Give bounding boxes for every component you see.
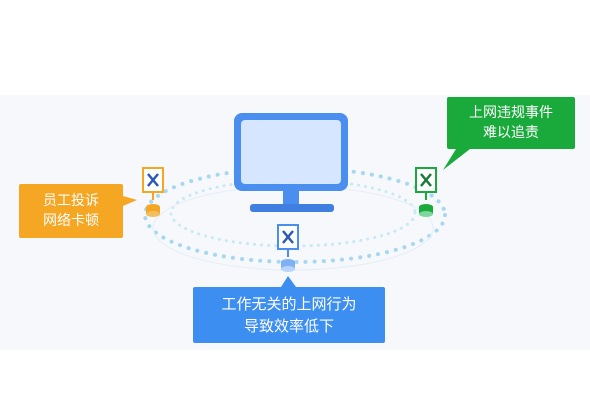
right-callout-pointer (443, 149, 470, 170)
left-callout-pointer (123, 196, 137, 206)
callout-right-line1: 上网违规事件 (469, 105, 553, 121)
callout-bottom-line2: 导致效率低下 (243, 317, 334, 335)
callout-bottom-line1: 工作无关的上网行为 (221, 295, 357, 313)
callout-left-line2: 网络卡顿 (43, 213, 99, 229)
bottom-node (277, 224, 299, 272)
inner-ring (169, 178, 417, 248)
right-node (415, 167, 437, 217)
left-node (142, 167, 164, 217)
callout-low-efficiency: 工作无关的上网行为 导致效率低下 (193, 287, 385, 343)
monitor-icon (234, 113, 348, 212)
callout-right-line2: 难以追责 (483, 125, 539, 141)
callout-network-lag: 员工投诉 网络卡顿 (19, 184, 123, 238)
callout-left-line1: 员工投诉 (43, 193, 99, 209)
bottom-callout-pointer (281, 276, 296, 287)
callout-violation-untraceable: 上网违规事件 难以追责 (447, 97, 575, 149)
